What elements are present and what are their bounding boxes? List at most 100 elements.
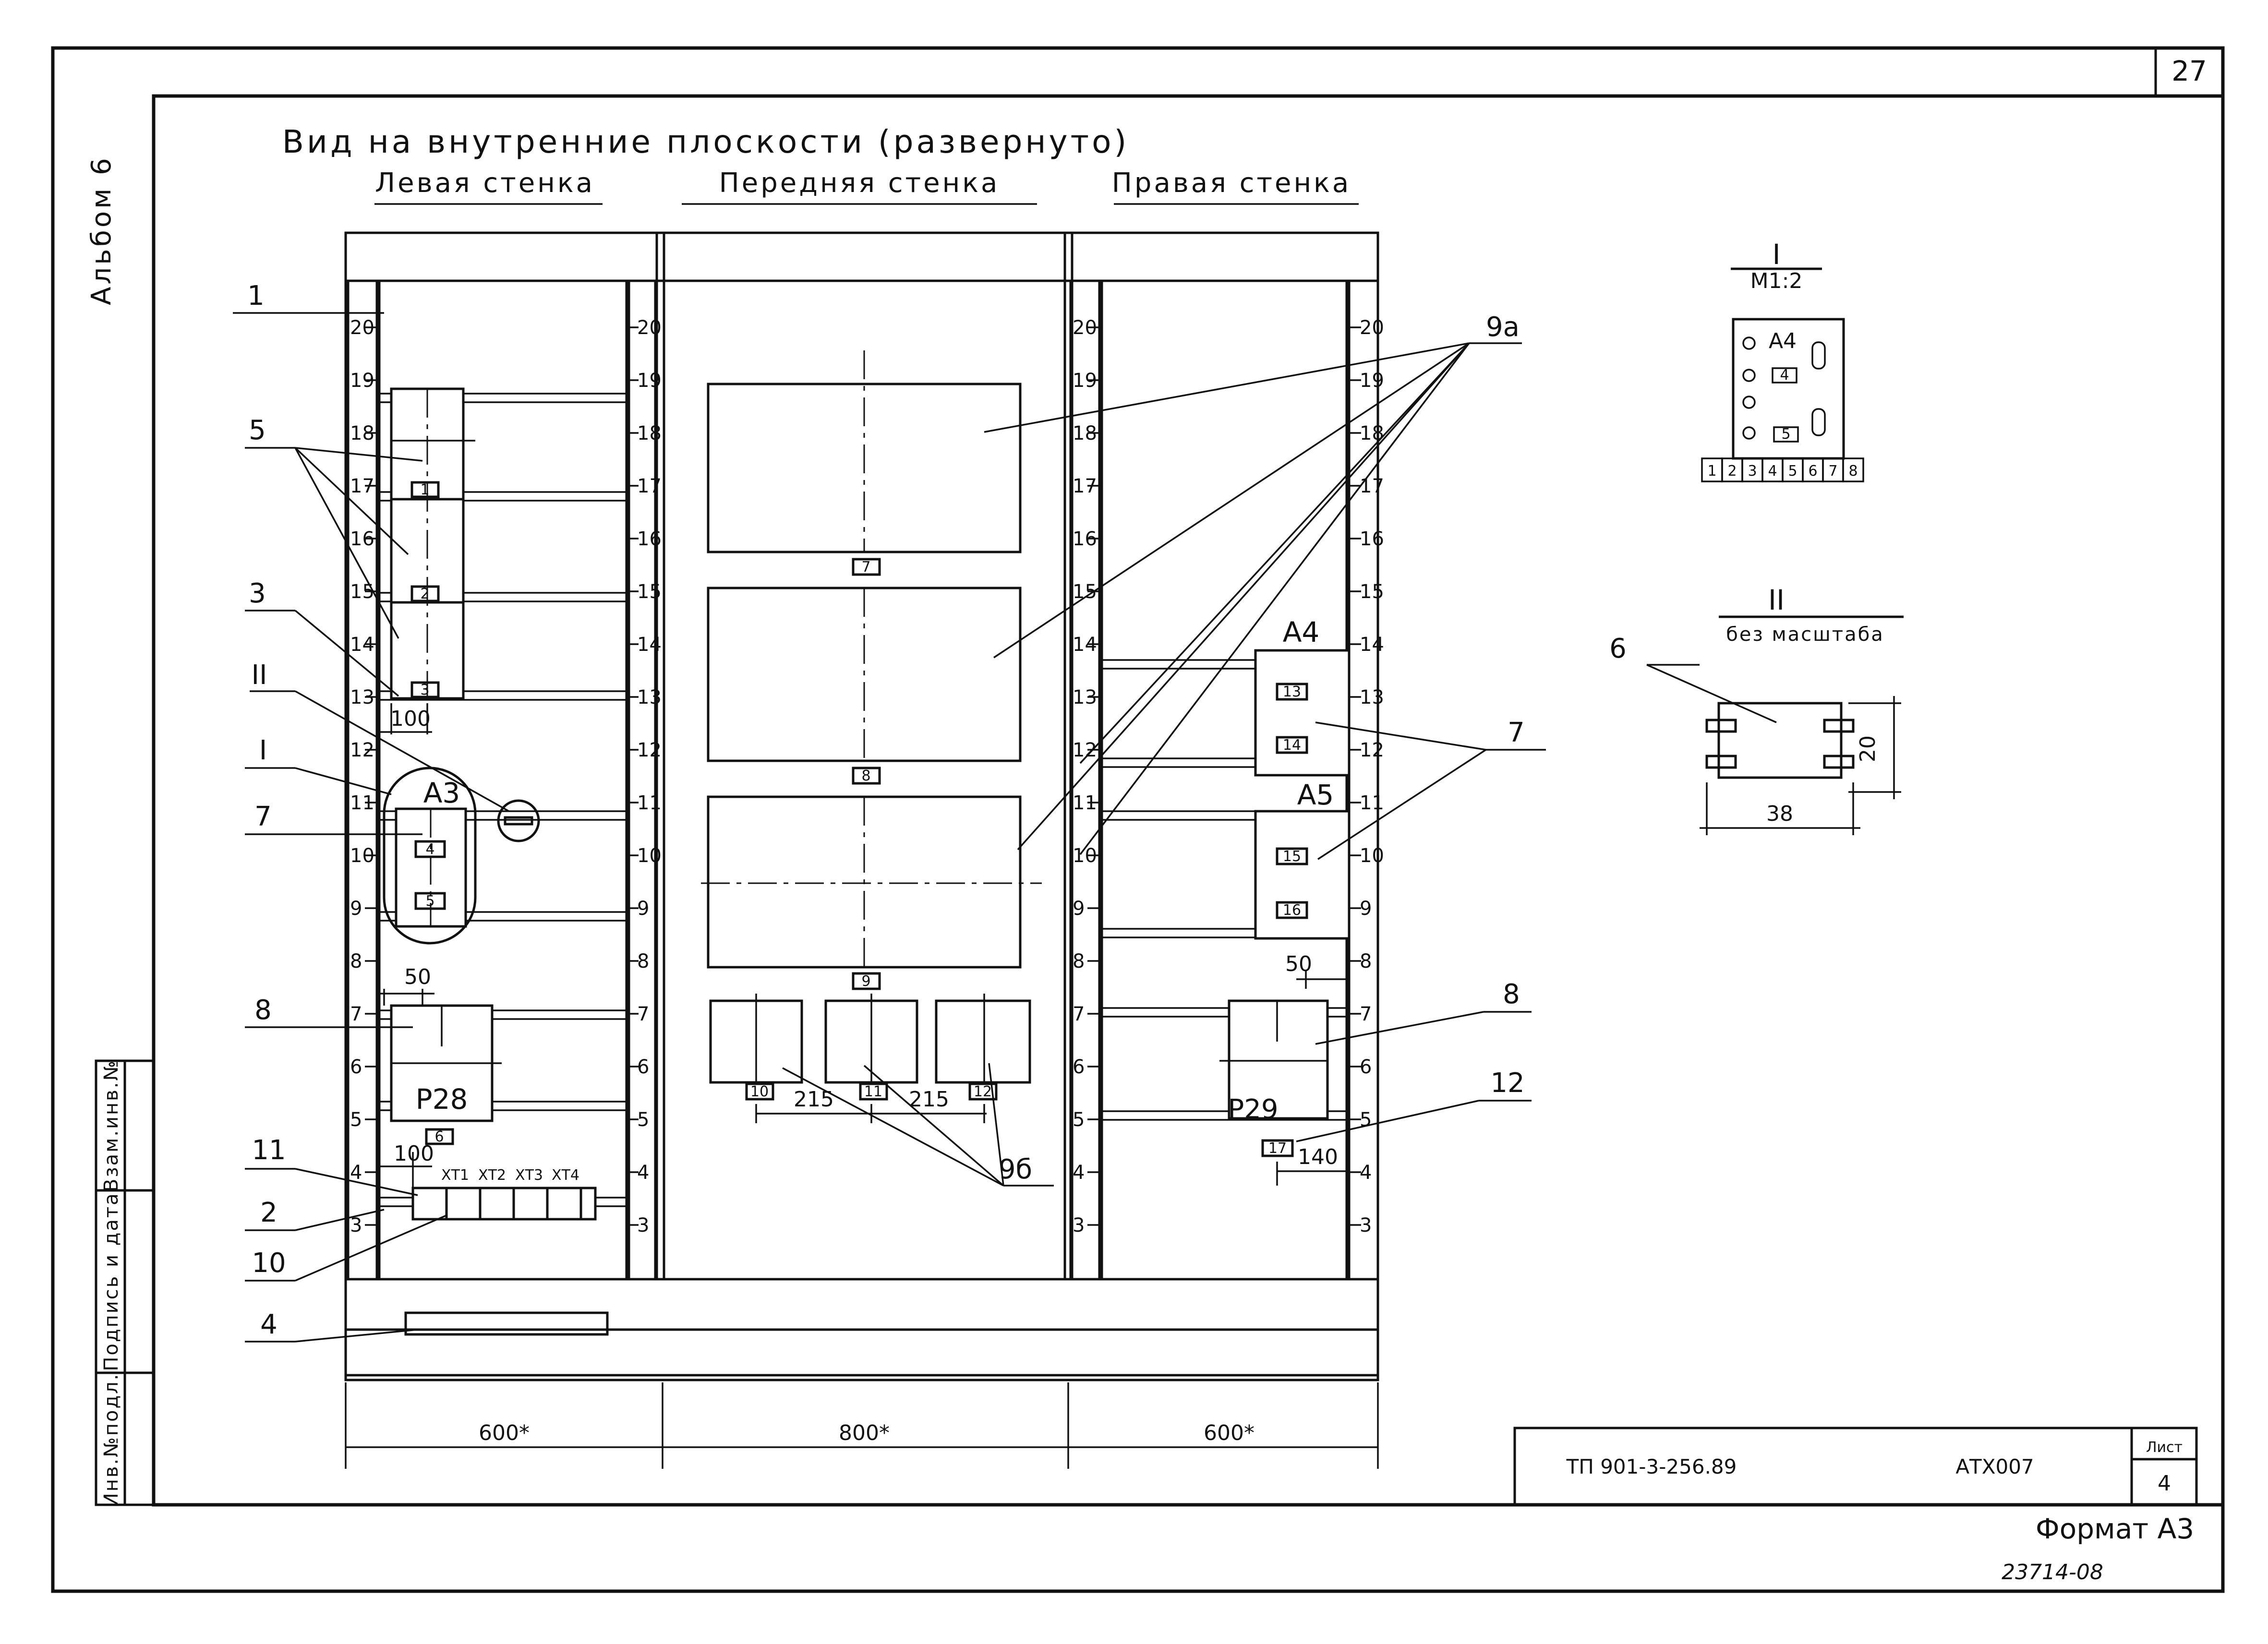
scale-tick-label: 6 [1360, 1056, 1372, 1078]
callout-1: 1 [247, 280, 265, 312]
cabinet-outline [344, 231, 1379, 1381]
tag-6: 6 [434, 1128, 444, 1145]
detail-I-scale: М1:2 [1750, 269, 1803, 293]
scale-tick-label: 16 [637, 528, 662, 550]
detail-I-circle [383, 767, 477, 945]
scale-tick-label: 10 [637, 845, 662, 867]
scale-tick-label: 13 [1360, 686, 1384, 708]
device-a5 [1254, 810, 1351, 940]
scale-tick-label: 18 [1073, 422, 1097, 444]
scale-tick-label: 20 [637, 317, 662, 339]
scale-tick-label: 6 [637, 1056, 649, 1078]
tag-17: 17 [1268, 1140, 1287, 1157]
tag-13: 13 [1283, 684, 1301, 700]
scale-strip [1069, 279, 1101, 1281]
tag-3: 3 [420, 682, 429, 698]
wall-left-label: Левая стенка [375, 168, 595, 199]
terminal-xt4: ХТ4 [552, 1167, 579, 1184]
scale-tick-label: 15 [1360, 581, 1384, 603]
callout-11: 11 [252, 1135, 286, 1166]
scale-strip [347, 279, 378, 1281]
scale-tick-label: 10 [350, 845, 374, 867]
terminal-xt2: ХТ2 [478, 1167, 506, 1184]
scale-tick-label: 4 [1360, 1162, 1372, 1184]
detail-II-dim-20: 20 [1856, 735, 1880, 762]
detail-II-label: II [1768, 584, 1785, 616]
scale-tick-label: 13 [1073, 686, 1097, 708]
scale-tick-label: 20 [1073, 317, 1097, 339]
archive-number: 23714-08 [2002, 1560, 2103, 1584]
scale-tick-label: 5 [637, 1109, 649, 1131]
tag-4: 4 [425, 841, 434, 858]
scale-tick-label: 9 [350, 898, 362, 920]
tag-15: 15 [1283, 848, 1301, 865]
scale-tick-label: 19 [637, 370, 662, 392]
stamp-sheet-number: 4 [2158, 1471, 2171, 1496]
scale-tick-label: 19 [350, 370, 374, 392]
callout-10: 10 [252, 1248, 286, 1279]
scale-tick-label: 3 [637, 1214, 649, 1236]
detail-I-terminal-label: 4 [1768, 463, 1777, 480]
side-stamp-replace: Взам.инв.№ [100, 1059, 122, 1192]
detail-I-terminal-label: 3 [1748, 463, 1757, 480]
scale-tick-label: 14 [350, 634, 374, 656]
scale-tick-label: 8 [1073, 950, 1085, 972]
scale-tick-label: 19 [1073, 370, 1097, 392]
callout-9a: 9а [1486, 312, 1520, 343]
right-wall-equipment: А4 А5 Р29 [1102, 616, 1351, 1125]
stamp-code: АТХ007 [1955, 1455, 2034, 1478]
callout-3: 3 [249, 578, 266, 609]
callouts: 1 5 3 II I 7 8 11 2 10 4 9а 9б 7 8 12 [247, 280, 1525, 1340]
detail-I-terminal-cell [1842, 457, 1864, 482]
scale-tick-label: 14 [637, 634, 662, 656]
scale-tick-label: 12 [350, 739, 374, 761]
device-a3-label: А3 [423, 777, 460, 809]
scale-tick-label: 8 [637, 950, 649, 972]
detail-I-terminal-label: 2 [1727, 463, 1737, 480]
stamp-designation: ТП 901-3-256.89 [1566, 1455, 1737, 1478]
device-p28-label: Р28 [416, 1083, 468, 1116]
tag-1: 1 [420, 481, 429, 498]
scale-tick-label: 11 [350, 792, 374, 814]
detail-I-terminal-label: 6 [1808, 463, 1817, 480]
scale-tick-label: 13 [350, 686, 374, 708]
scale-tick-label: 9 [1073, 898, 1085, 920]
corner-number: 27 [2171, 55, 2207, 87]
dim-100-lower: 100 [394, 1141, 434, 1166]
inner-frame [152, 94, 2225, 1507]
scale-tick-label: 15 [637, 581, 662, 603]
callout-12: 12 [1490, 1068, 1524, 1099]
device-p29 [1228, 999, 1329, 1120]
front-wall-equipment [701, 350, 1042, 1084]
detail-II-callout: 6 [1609, 633, 1627, 664]
dim-50-right: 50 [1285, 952, 1312, 976]
scale-tick-label: 6 [350, 1056, 362, 1078]
scale-tick-label: 3 [350, 1214, 362, 1236]
scale-tick-label: 16 [1360, 528, 1384, 550]
scale-tick-label: 11 [637, 792, 662, 814]
tag-11: 11 [864, 1083, 882, 1100]
corner-number-box [2154, 47, 2224, 97]
dim-215-left: 215 [794, 1087, 834, 1112]
detail-II-scale: без масштаба [1726, 624, 1884, 646]
scale-tick-label: 9 [1360, 898, 1372, 920]
tag-12: 12 [974, 1083, 992, 1100]
dim-140: 140 [1298, 1145, 1338, 1169]
callout-II: II [251, 660, 267, 691]
scale-tick-label: 11 [1360, 792, 1384, 814]
detail-II-dim-38: 38 [1766, 802, 1793, 826]
leader-lines [233, 312, 1546, 1343]
scale-tick-label: 7 [350, 1003, 362, 1025]
tag-16: 16 [1283, 902, 1301, 919]
tags: 1 2 3 4 5 6 7 8 9 10 11 12 13 14 15 16 1… [410, 481, 1308, 1157]
callout-7-right: 7 [1508, 717, 1525, 748]
callout-7: 7 [254, 801, 272, 832]
device-p29-label: Р29 [1228, 1094, 1278, 1125]
scale-tick-label: 3 [1073, 1214, 1085, 1236]
detail-I-terminal-label: 1 [1707, 463, 1716, 480]
detail-I-terminal-label: 7 [1828, 463, 1837, 480]
callout-4: 4 [260, 1309, 277, 1340]
dim-100-upper: 100 [390, 707, 431, 731]
side-stamp-sign: Подпись и дата [100, 1192, 122, 1371]
